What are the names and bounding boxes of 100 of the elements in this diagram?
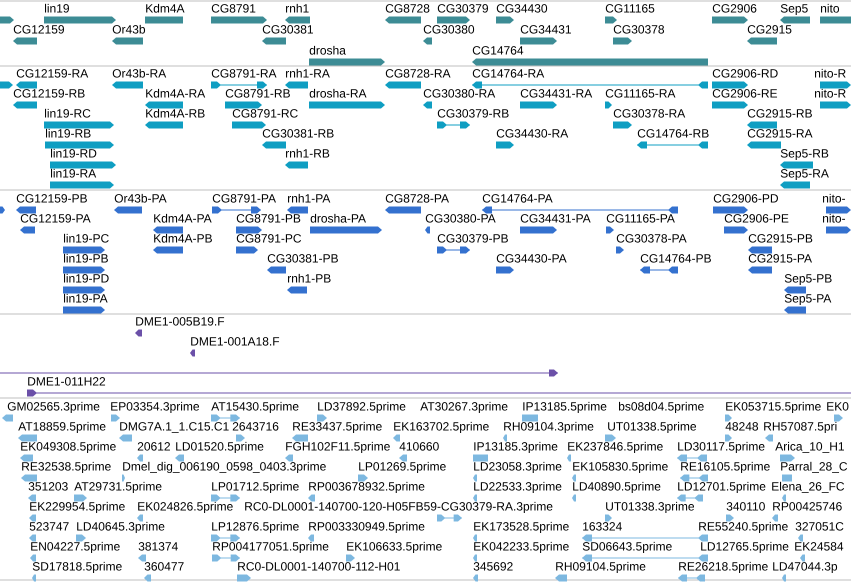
feature-label: CG14764-RB xyxy=(638,129,709,138)
feature-label: CG30379-PB xyxy=(438,234,508,243)
feature-label: 48248 xyxy=(726,422,758,431)
feature-label: lin19-PC xyxy=(64,234,109,243)
feature-label: 340110 xyxy=(726,502,765,511)
feature-label: GM02565.3prime xyxy=(8,402,100,413)
feature-label: SD17818.5prime xyxy=(32,562,122,573)
feature-label: CG30381-PB xyxy=(268,254,338,263)
feature-label: Kdm4A xyxy=(146,4,185,13)
feature-label: Arica_10_H1 xyxy=(775,442,844,453)
feature-label: CG30380-PA xyxy=(426,214,496,223)
feature-label: 163324 xyxy=(583,522,622,531)
feature-label: LP01269.5prime xyxy=(359,462,446,473)
feature-label: CG8791-RA xyxy=(212,69,277,78)
feature-label: CG30379 xyxy=(438,4,488,13)
feature-label: 345692 xyxy=(474,562,513,571)
feature-label: CG14764-PA xyxy=(482,194,553,203)
feature-label: Sep5-RB xyxy=(780,149,828,160)
feature-label: CG34431-RA xyxy=(520,89,592,98)
feature-label: RE16105.5prime xyxy=(681,462,770,473)
feature-label: CG11165-PA xyxy=(606,214,675,223)
feature-label: CG34431 xyxy=(520,25,571,34)
feature-label: CG8791 xyxy=(212,4,256,13)
feature-label: 360477 xyxy=(144,562,184,571)
feature-label: RP003330949.5prime xyxy=(309,522,424,533)
feature-label: CG8791-RC xyxy=(232,109,298,118)
feature-label: LP12876.5prime xyxy=(212,522,299,533)
feature-label: RP004177051.5prime xyxy=(213,542,328,553)
feature-label: CG14764-PB xyxy=(640,254,711,263)
feature-label: CG8791-RB xyxy=(226,89,290,98)
feature-label: RE32538.5prime xyxy=(22,462,111,473)
feature-label: CG2915-PA xyxy=(748,254,812,263)
feature-label: CG30380-RA xyxy=(424,89,496,98)
feature-label: CG2906-RE xyxy=(712,89,778,98)
feature-label: lin19-RC xyxy=(45,108,90,118)
feature-label: EK0 xyxy=(827,402,848,411)
feature-label: CG12159-PB xyxy=(16,194,87,203)
feature-label: 381374 xyxy=(138,542,178,551)
feature-label: RP003678932.5prime xyxy=(309,482,424,493)
feature-label: CG14764 xyxy=(472,46,524,55)
feature-label: RC0-DL0001-140700-112-H01 xyxy=(238,562,400,571)
feature-label: CG2915-PB xyxy=(748,234,812,243)
feature-label: CG30378-RA xyxy=(614,109,686,118)
feature-label: CG8791-PC xyxy=(236,234,302,243)
feature-label: RE33437.5prime xyxy=(293,422,382,433)
feature-label: Sep5-PB xyxy=(784,274,832,285)
feature-label: CG34430-RA xyxy=(496,129,568,138)
feature-label: DME1-011H22 xyxy=(28,377,106,386)
feature-label: AT30267.3prime xyxy=(420,402,508,413)
feature-label: SD06643.5prime xyxy=(582,542,672,553)
feature-label: CG30379-RB xyxy=(438,109,509,118)
feature-label: Sep5-PA xyxy=(784,294,832,305)
feature-label: Or43b xyxy=(112,24,146,34)
feature-label: EN04227.5prime xyxy=(31,542,120,553)
feature-label: Parral_28_C xyxy=(781,462,848,473)
feature-label: bs08d04.5prime xyxy=(618,402,704,413)
feature-label: Kdm4A-PB xyxy=(154,234,212,243)
feature-label: CG2906 xyxy=(712,4,756,13)
feature-label: CG30378 xyxy=(614,25,664,34)
feature-label: Kdm4A-RB xyxy=(146,108,205,118)
feature-label: RC0-DL0001-140700-120-H05FB59-CG30379-RA.3prime xyxy=(245,502,552,513)
feature-label: CG2915-RA xyxy=(748,129,813,138)
feature-label: CG14764-RA xyxy=(472,69,544,78)
feature-label: AT15430.5prime xyxy=(211,402,298,413)
feature-label: nito-R xyxy=(815,88,846,98)
feature-label: IP13185.3prime xyxy=(474,442,558,453)
feature-label: IP13185.5prime xyxy=(523,402,606,413)
feature-label: lin19-RB xyxy=(46,128,91,138)
feature-label: AT18859.5prime xyxy=(18,422,106,433)
feature-label: LD40890.5prime xyxy=(573,482,660,493)
feature-label: RH57087.5pri xyxy=(764,422,836,433)
feature-label: UT01338.5prime xyxy=(608,422,696,433)
feature-label: RH09104.5prime xyxy=(556,562,646,573)
feature-label: DMG7A.1_1.C15.C1 xyxy=(120,422,229,433)
feature-label: CG12159-RA xyxy=(16,69,88,78)
feature-label: rnh1-RB xyxy=(286,148,330,158)
feature-label: 351203 xyxy=(28,482,68,491)
feature-label: CG2906-PE xyxy=(724,214,788,223)
feature-label: CG30381-RB xyxy=(262,129,334,138)
feature-label: Kdm4A-RA xyxy=(146,88,206,98)
feature-label: nito xyxy=(821,4,840,13)
feature-label: EK024826.5prime xyxy=(138,502,233,513)
feature-label: 2643716 xyxy=(232,422,278,431)
feature-label: CG12159-RB xyxy=(14,89,85,98)
feature-label: LD37892.5prime xyxy=(318,402,406,413)
feature-label: EK106633.5prime xyxy=(347,542,442,553)
feature-label: EK105830.5prime xyxy=(573,462,668,473)
feature-label: LD12765.5prime xyxy=(701,542,788,553)
feature-label: CG34431-PA xyxy=(520,214,591,223)
feature-label: EK237846.5prime xyxy=(568,442,663,453)
feature-label: nito- xyxy=(823,214,846,223)
feature-label: CG11165 xyxy=(606,4,654,13)
feature-label: lin19-PA xyxy=(64,294,108,303)
feature-label: drosha xyxy=(310,46,346,55)
feature-label: LD47044.3p xyxy=(773,562,838,573)
feature-label: lin19-RA xyxy=(51,168,96,178)
feature-label: nito-R xyxy=(815,68,846,78)
feature-label: drosha-RA xyxy=(310,88,367,98)
feature-label: EK24584 xyxy=(795,542,844,551)
feature-label: AT29731.5prime xyxy=(74,482,162,493)
